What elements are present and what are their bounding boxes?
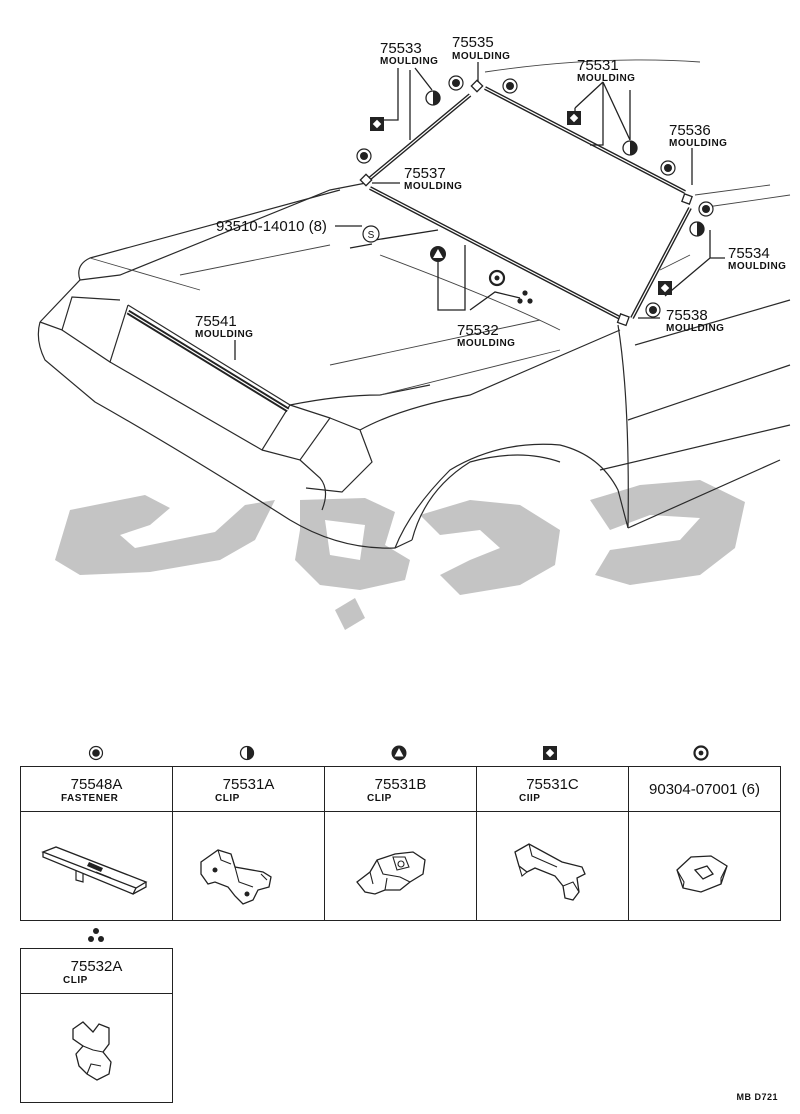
diamond-square-icon bbox=[658, 281, 672, 295]
clip-75531b-illustration bbox=[324, 811, 477, 921]
extra-parts-table: 75532A CLIP bbox=[20, 948, 173, 1103]
label-75533-name: MOULDING bbox=[380, 56, 438, 67]
filled-circle-icon bbox=[698, 201, 714, 217]
label-75531-name: MOULDING bbox=[577, 73, 635, 84]
diamond-square-icon bbox=[370, 117, 384, 131]
diagram-code: MB D721 bbox=[736, 1092, 778, 1102]
s-marker-label: S bbox=[368, 230, 375, 241]
windshield-mouldings bbox=[126, 79, 693, 413]
diamond-square-icon bbox=[543, 746, 557, 760]
filled-circle-icon bbox=[502, 78, 518, 94]
clip-75531a-illustration bbox=[172, 811, 325, 921]
tri-dot-icon bbox=[517, 290, 533, 304]
label-75538-name: MOULDING bbox=[666, 323, 724, 334]
half-circle-icon bbox=[622, 140, 638, 156]
table-cell-75532a: 75532A CLIP bbox=[20, 948, 173, 994]
triangle-circle-icon bbox=[391, 745, 407, 761]
part-name: CLIP bbox=[367, 793, 392, 804]
car-body bbox=[37, 59, 791, 549]
label-75534-name: MOULDING bbox=[728, 261, 786, 272]
table-image-row bbox=[20, 811, 781, 921]
label-75536-name: MOULDING bbox=[669, 138, 727, 149]
ring-circle-icon bbox=[693, 745, 709, 761]
filled-circle-icon bbox=[356, 148, 372, 164]
part-name: FASTENER bbox=[61, 793, 119, 804]
s-marker-icon: S bbox=[362, 225, 380, 243]
fastener-illustration bbox=[20, 811, 173, 921]
ring-circle-icon bbox=[488, 269, 506, 287]
filled-circle-icon bbox=[88, 745, 104, 761]
part-name: CLIP bbox=[215, 793, 240, 804]
half-circle-icon bbox=[425, 90, 441, 106]
clip-75531c-illustration bbox=[476, 811, 629, 921]
label-75541-name: MOULDING bbox=[195, 329, 253, 340]
table-header-row: 75548A FASTENER 75531A CLIP 75531B CLIP … bbox=[20, 766, 781, 812]
table-cell-90304: 90304-07001 (6) bbox=[628, 766, 781, 812]
diagram-symbols: S bbox=[356, 75, 714, 318]
half-circle-icon bbox=[689, 221, 705, 237]
label-75532-number: 75532 bbox=[457, 322, 499, 339]
label-75535-name: MOULDING bbox=[452, 51, 510, 62]
label-75535-number: 75535 bbox=[452, 34, 494, 51]
part-name: CIIP bbox=[519, 793, 541, 804]
clip-75532a-illustration bbox=[20, 993, 173, 1103]
triangle-circle-icon bbox=[430, 246, 446, 262]
label-75532-name: MOULDING bbox=[457, 338, 515, 349]
nut-90304-illustration bbox=[628, 811, 781, 921]
parts-table: 75548A FASTENER 75531A CLIP 75531B CLIP … bbox=[20, 766, 781, 921]
part-number: 75532A bbox=[70, 958, 123, 975]
filled-circle-icon bbox=[645, 302, 661, 318]
watermark-logo bbox=[55, 480, 745, 630]
part-number: 75531A bbox=[222, 776, 275, 793]
table-cell-75531c: 75531C CIIP bbox=[476, 766, 629, 812]
label-75541-number: 75541 bbox=[195, 313, 237, 330]
label-93510-number: 93510-14010 (8) bbox=[216, 218, 327, 235]
label-75536-number: 75536 bbox=[669, 122, 711, 139]
label-75533-number: 75533 bbox=[380, 40, 422, 57]
leader-lines bbox=[234, 62, 725, 360]
label-75537-number: 75537 bbox=[404, 165, 446, 182]
table-cell-75531b: 75531B CLIP bbox=[324, 766, 477, 812]
filled-circle-icon bbox=[660, 160, 676, 176]
diamond-square-icon bbox=[567, 111, 581, 125]
table-cell-75548a: 75548A FASTENER bbox=[20, 766, 173, 812]
tri-dot-icon bbox=[88, 928, 104, 942]
part-number: 75548A bbox=[70, 776, 123, 793]
part-number: 75531C bbox=[526, 776, 579, 793]
table-cell-75531a: 75531A CLIP bbox=[172, 766, 325, 812]
label-75531-number: 75531 bbox=[577, 57, 619, 74]
label-75534-number: 75534 bbox=[728, 245, 770, 262]
label-75537-name: MOULDING bbox=[404, 181, 462, 192]
part-number: 90304-07001 (6) bbox=[649, 781, 760, 798]
filled-circle-icon bbox=[448, 75, 464, 91]
part-name: CLIP bbox=[63, 975, 88, 986]
table-symbol-row bbox=[20, 744, 780, 762]
label-75538-number: 75538 bbox=[666, 307, 708, 324]
half-circle-icon bbox=[239, 745, 255, 761]
part-labels: 75533 MOULDING 75535 MOULDING 75531 MOUL… bbox=[195, 34, 786, 349]
part-number: 75531B bbox=[374, 776, 427, 793]
